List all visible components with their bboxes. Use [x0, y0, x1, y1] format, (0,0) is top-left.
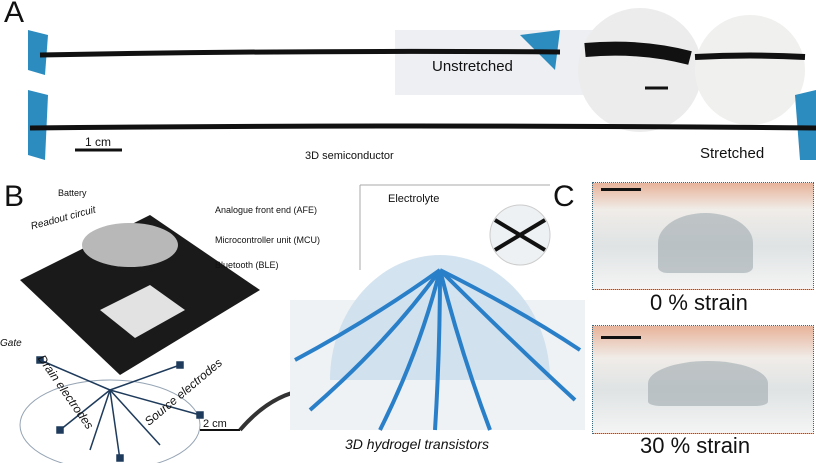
- photo-30-strain: [592, 325, 814, 434]
- label-3d-semiconductor: 3D semiconductor: [305, 150, 394, 162]
- clamp-left-top: [28, 30, 48, 75]
- scale-bar-c1: [601, 188, 641, 191]
- label-electrolyte: Electrolyte: [388, 193, 440, 205]
- label-mcu: Microcontroller unit (MCU): [215, 235, 321, 245]
- inset-unstretched: [578, 8, 702, 132]
- panel-label-c: C: [553, 180, 575, 213]
- scale-label-a: 1 cm: [85, 135, 112, 149]
- label-ble: Bluetooth (BLE): [215, 260, 279, 270]
- label-30-strain: 30 % strain: [640, 433, 751, 458]
- inset-stretched: [695, 15, 805, 125]
- scale-label-b: 2 cm: [203, 418, 227, 430]
- photo-0-strain: [592, 182, 814, 290]
- hydrogel-transistor-render: [238, 184, 585, 432]
- panel-label-b: B: [4, 180, 25, 213]
- panel-label-a: A: [4, 0, 25, 29]
- caption-3d-hydrogel-transistors: 3D hydrogel transistors: [345, 436, 489, 452]
- label-0-strain: 0 % strain: [650, 290, 748, 315]
- label-battery: Battery: [58, 188, 87, 198]
- label-stretched: Stretched: [700, 145, 765, 162]
- readout-circuit-render: [19, 215, 260, 463]
- label-unstretched: Unstretched: [432, 58, 513, 75]
- panel-a-photo: [28, 8, 816, 160]
- cord-unstretched: [39, 48, 561, 58]
- clamp-left-bottom: [28, 90, 48, 160]
- label-afe: Analogue front end (AFE): [215, 205, 318, 215]
- clamp-right-bottom: [795, 90, 816, 160]
- cord-stretched: [29, 123, 816, 131]
- label-gate: Gate: [0, 338, 22, 349]
- scale-bar-c2: [601, 336, 641, 339]
